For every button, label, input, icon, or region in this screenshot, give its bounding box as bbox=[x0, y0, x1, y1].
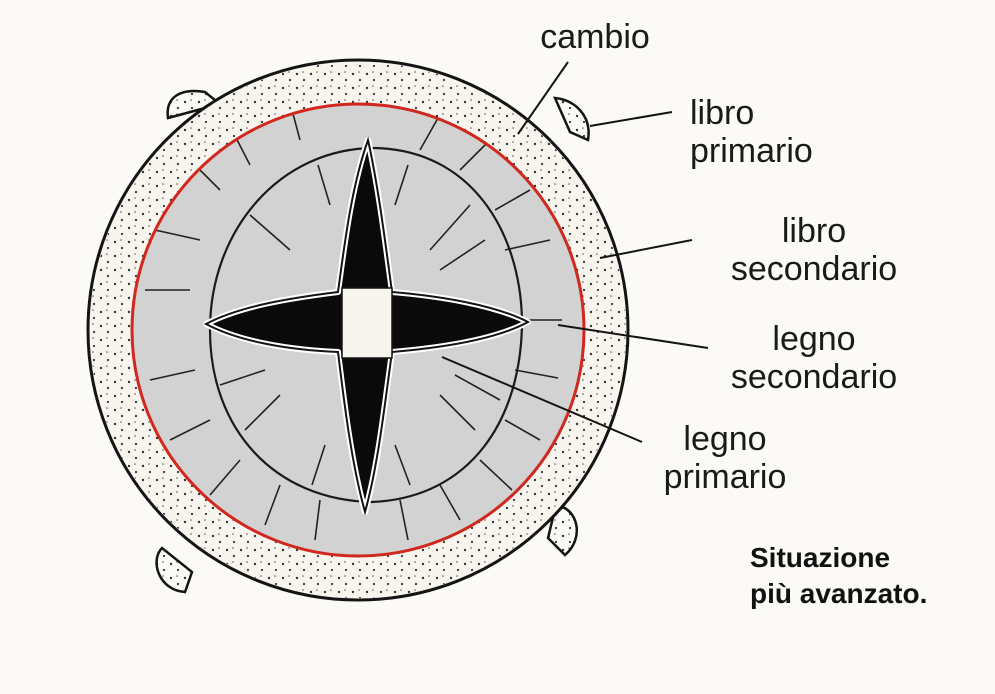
label-legno-primario: legno primario bbox=[640, 420, 810, 496]
label-libro-secondario-line1: libro bbox=[781, 212, 847, 250]
primary-phloem-bumps bbox=[155, 89, 590, 594]
pith bbox=[341, 287, 393, 359]
label-legno-primario-line1: legno bbox=[683, 420, 767, 458]
label-libro-primario-line1: libro bbox=[690, 94, 755, 132]
caption-line1: Situazione bbox=[750, 542, 891, 573]
label-legno-primario-line2: primario bbox=[663, 458, 787, 496]
caption-line2: più avanzato. bbox=[750, 578, 928, 609]
label-legno-secondario-line2: secondario bbox=[730, 358, 898, 396]
caption: Situazione più avanzato. bbox=[750, 540, 990, 612]
label-libro-secondario-line2: secondario bbox=[730, 250, 898, 288]
label-libro-primario-line2: primario bbox=[690, 132, 813, 170]
label-legno-secondario-line1: legno bbox=[772, 320, 856, 358]
label-legno-secondario: legno secondario bbox=[694, 320, 934, 396]
label-libro-secondario: libro secondario bbox=[694, 212, 934, 288]
label-cambio: cambio bbox=[540, 18, 650, 56]
leader-lines bbox=[441, 61, 709, 443]
label-libro-primario: libro primario bbox=[690, 94, 830, 170]
cambium-ring bbox=[130, 102, 586, 558]
